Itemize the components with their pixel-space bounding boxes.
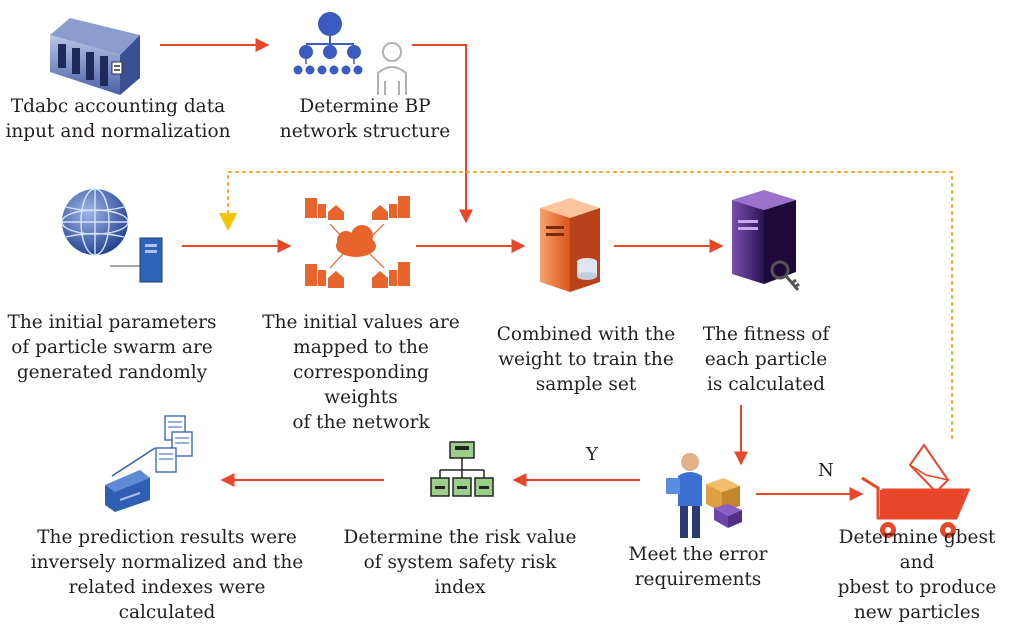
loop-back-arrowhead — [219, 213, 237, 231]
node-input-label: Tdabc accounting data input and normaliz… — [5, 96, 231, 142]
printer-documents-icon — [105, 415, 193, 512]
shopping-cart-icon — [861, 443, 971, 538]
node-init-params-label: The initial parameters of particle swarm… — [7, 312, 217, 383]
node-gbest-label: Determine gbest and pbest to produce new… — [837, 527, 997, 623]
node-combined-label: Combined with the weight to train the sa… — [496, 324, 676, 395]
loop-back-connector — [227, 171, 953, 439]
globe-computer-icon — [61, 188, 163, 283]
network-hierarchy-icon — [293, 12, 407, 95]
node-meet-label: Meet the error requirements — [628, 544, 768, 590]
cloud-buildings-icon — [305, 196, 410, 288]
edge-label-yes: Y — [586, 444, 598, 465]
database-server-icon — [540, 198, 600, 292]
node-fitness-label: The fitness of each particle is calculat… — [702, 324, 830, 395]
server-key-icon — [732, 190, 800, 291]
server-rack-icon — [50, 18, 140, 95]
node-risk-label: Determine the risk value of system safet… — [343, 527, 577, 598]
flowchart-canvas — [50, 12, 971, 538]
node-init-values-label: The initial values are mapped to the cor… — [262, 312, 460, 433]
arrow-bp-to-training — [412, 44, 473, 224]
edge-label-no: N — [818, 460, 834, 481]
node-bp-label: Determine BP network structure — [279, 96, 451, 142]
node-prediction-label: The prediction results were inversely no… — [30, 527, 304, 623]
flow-arrows — [160, 38, 953, 501]
org-chart-icon — [430, 441, 494, 497]
person-packages-icon — [666, 453, 742, 538]
